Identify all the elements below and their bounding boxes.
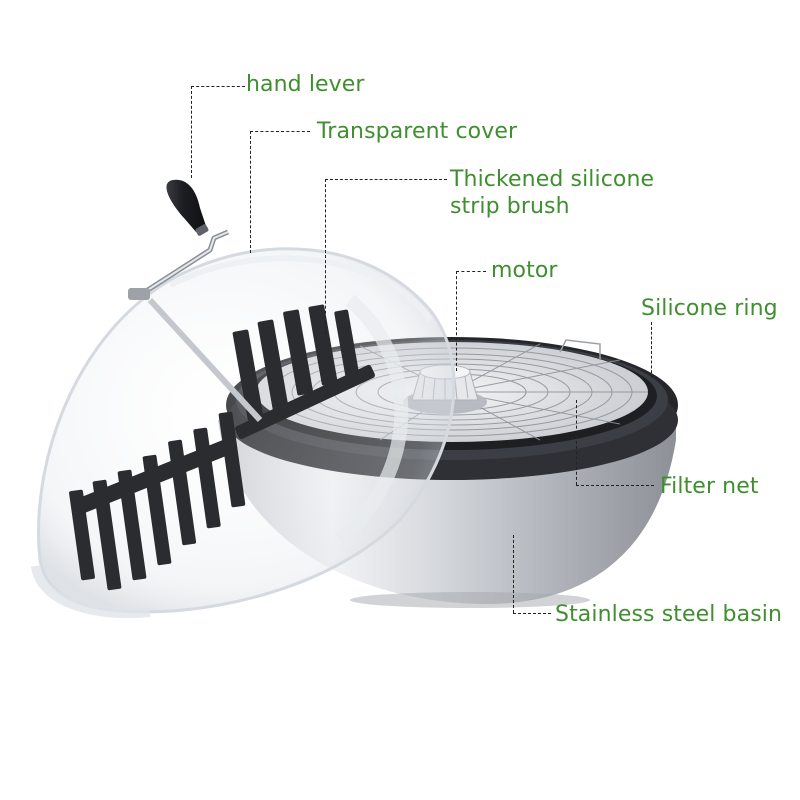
leader-motor-v — [456, 271, 457, 371]
leader-filter-net-h — [576, 485, 654, 486]
leader-silicone-ring-v — [651, 322, 652, 378]
leader-cover-v — [250, 131, 251, 253]
leader-motor-h — [456, 271, 486, 272]
leader-brush-v — [325, 179, 326, 334]
leader-basin-v — [513, 535, 514, 613]
label-brush-line1: Thickened silicone — [450, 167, 655, 192]
leader-cover-h — [250, 131, 310, 132]
label-brush-line2: strip brush — [450, 194, 570, 219]
leader-brush-h — [325, 179, 447, 180]
label-motor: motor — [491, 258, 558, 283]
label-filter-net: Filter net — [660, 474, 759, 499]
leader-hand-lever-h — [191, 86, 245, 87]
leader-hand-lever-v — [191, 86, 192, 178]
brush-shape — [69, 304, 375, 591]
hand-lever-shape — [128, 179, 229, 300]
label-transparent-cover: Transparent cover — [317, 119, 518, 144]
label-hand-lever: hand lever — [246, 72, 365, 97]
label-silicone-ring: Silicone ring — [641, 296, 778, 321]
leader-basin-h — [513, 613, 551, 614]
label-basin: Stainless steel basin — [555, 602, 783, 627]
leader-filter-net-v — [576, 400, 577, 485]
